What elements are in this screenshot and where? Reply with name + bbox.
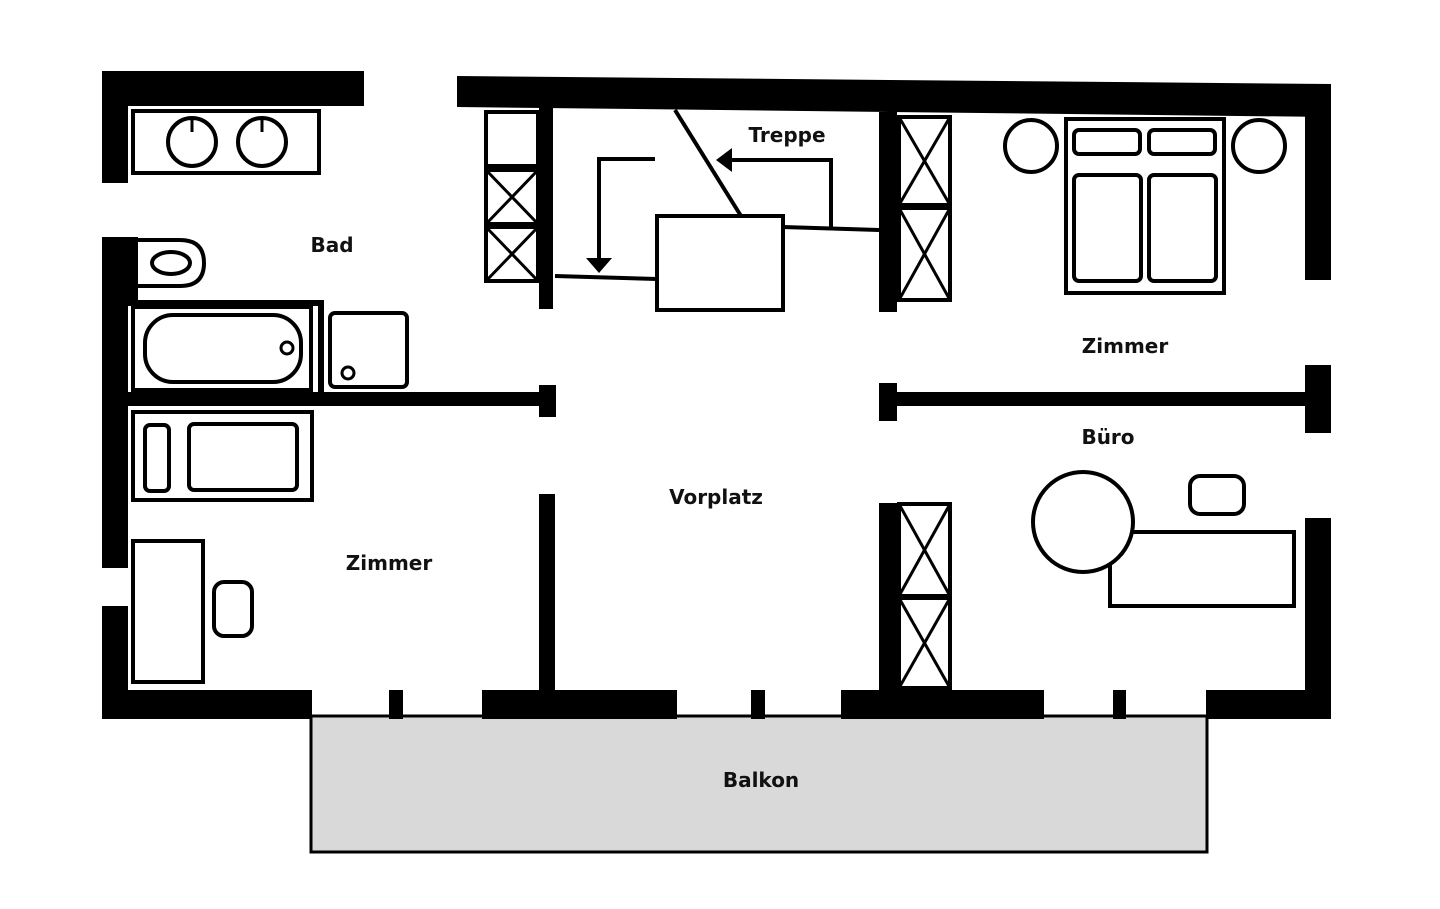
double-sink bbox=[131, 109, 321, 175]
room-label-zimmer-bedroom: Zimmer bbox=[1082, 334, 1169, 358]
toilet bbox=[138, 238, 207, 288]
room-label-balkon: Balkon bbox=[723, 768, 799, 792]
balcony bbox=[309, 714, 1209, 854]
room-label-zimmer-left: Zimmer bbox=[346, 551, 433, 575]
closet-left bbox=[484, 110, 540, 283]
sofa bbox=[131, 410, 314, 502]
room-label-bad: Bad bbox=[310, 233, 353, 257]
staircase bbox=[554, 108, 880, 312]
closet-bedroom bbox=[897, 115, 952, 302]
closet-office bbox=[897, 502, 952, 690]
interior-walls bbox=[128, 106, 1307, 694]
room-label-vorplatz: Vorplatz bbox=[669, 485, 763, 509]
room-label-treppe: Treppe bbox=[748, 123, 825, 147]
room-label-buero: Büro bbox=[1081, 425, 1134, 449]
bathtub bbox=[131, 305, 313, 392]
office-desk bbox=[1031, 470, 1296, 608]
desk-left bbox=[131, 539, 254, 684]
shower bbox=[328, 311, 409, 389]
double-bed bbox=[1003, 117, 1287, 295]
outer-walls bbox=[102, 71, 1331, 719]
